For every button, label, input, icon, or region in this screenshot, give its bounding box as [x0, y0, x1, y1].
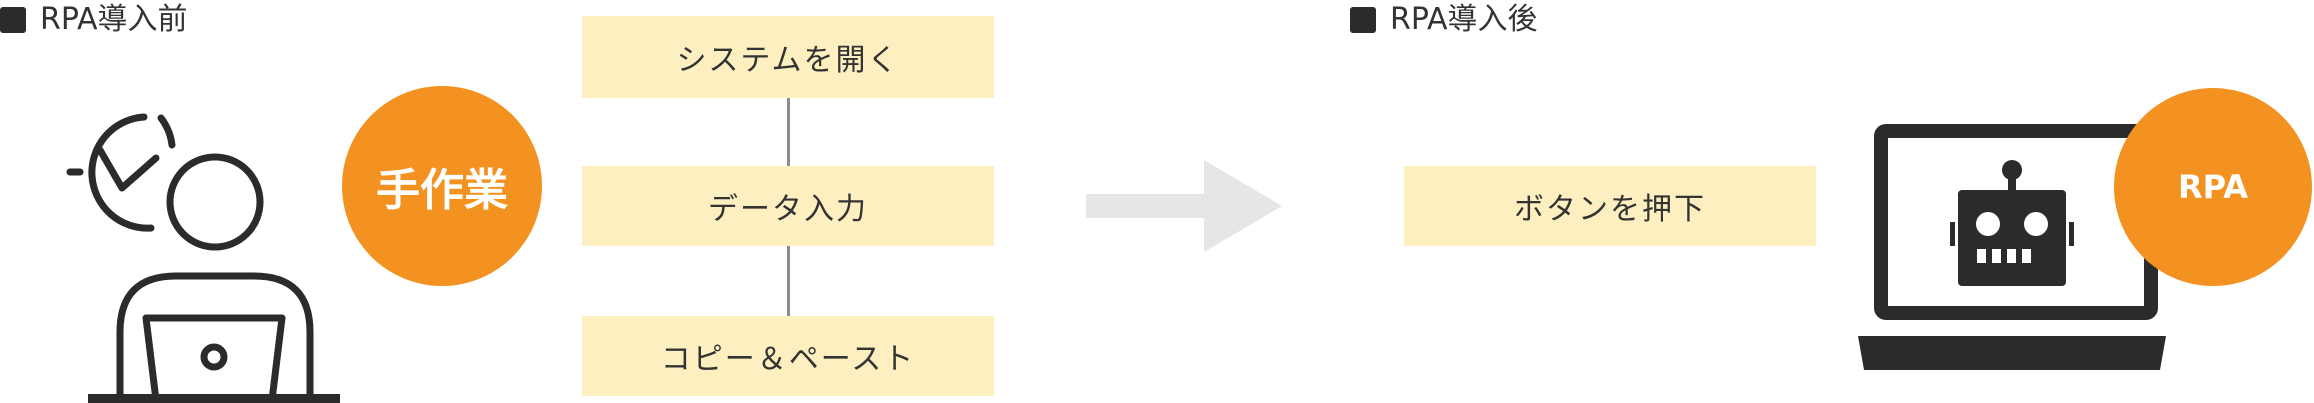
section-marker-icon	[1350, 7, 1376, 33]
before-section-title: RPA導入前	[40, 2, 188, 37]
step-connector	[787, 98, 790, 166]
step-box-data-entry: データ入力	[582, 166, 994, 246]
step-label: システムを開く	[676, 43, 900, 78]
right-arrow-icon	[1086, 160, 1282, 252]
step-connector	[787, 246, 790, 316]
after-section-title: RPA導入後	[1390, 2, 1538, 37]
step-label: ボタンを押下	[1514, 192, 1706, 227]
manual-work-badge: 手作業	[342, 86, 542, 286]
person-with-clock-at-laptop-icon	[66, 113, 340, 403]
after-section-label: RPA導入後	[1350, 2, 1538, 38]
step-box-press-button: ボタンを押下	[1404, 166, 1816, 246]
step-label: コピー＆ペースト	[660, 342, 916, 377]
step-box-copy-paste: コピー＆ペースト	[582, 316, 994, 396]
rpa-badge: RPA	[2114, 88, 2312, 286]
before-section-label: RPA導入前	[0, 2, 188, 38]
step-box-open-system: システムを開く	[582, 16, 994, 98]
step-label: データ入力	[708, 192, 868, 227]
manual-work-badge-label: 手作業	[376, 165, 508, 216]
section-marker-icon	[0, 7, 26, 33]
rpa-badge-label: RPA	[2178, 168, 2248, 206]
robot-on-laptop-icon	[1858, 124, 2166, 370]
